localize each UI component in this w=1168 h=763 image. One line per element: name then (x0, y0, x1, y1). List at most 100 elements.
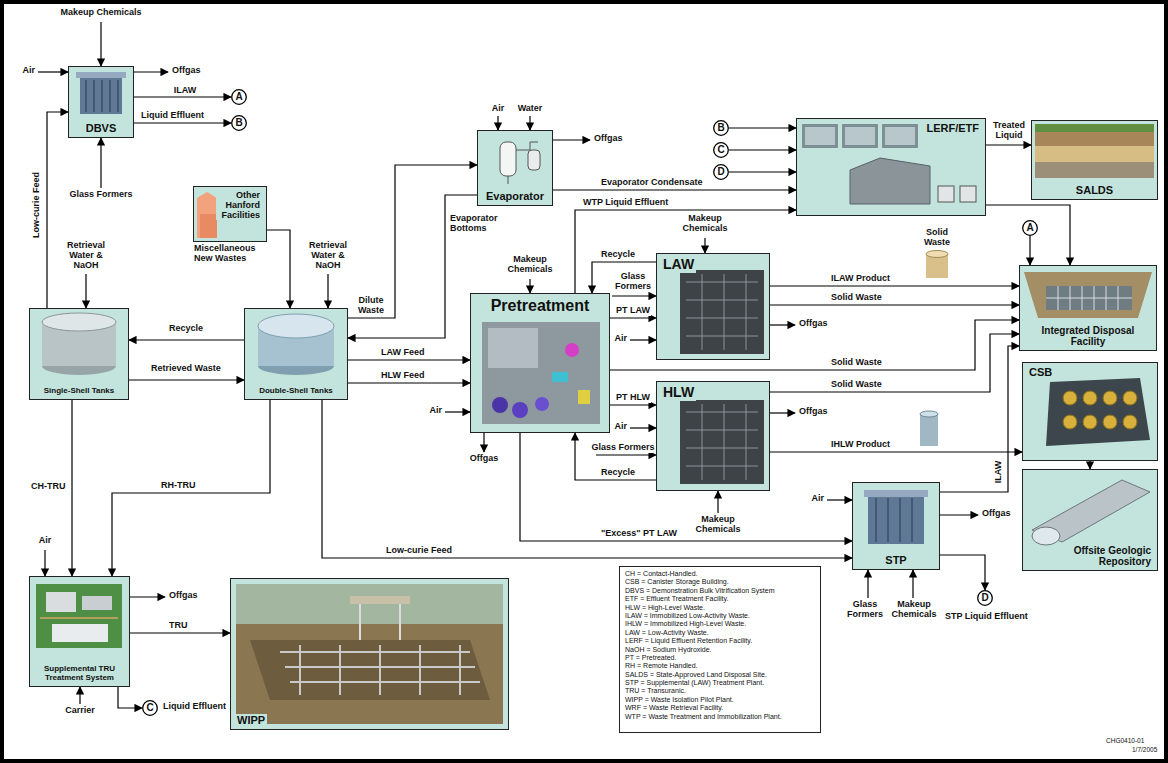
abbreviation-entry: PT = Pretreated. (625, 654, 676, 662)
box-fill (1022, 362, 1158, 461)
process-vessel (512, 402, 528, 418)
output-arrow (770, 412, 795, 413)
output-arrow (130, 596, 165, 597)
flow-arrow (986, 144, 1031, 145)
box-fill (1019, 265, 1157, 351)
canister (1103, 415, 1117, 429)
canister (1063, 415, 1077, 429)
flow-arrow (520, 433, 852, 541)
edge-label: Solid Waste (830, 293, 883, 303)
output-arrow (134, 71, 168, 72)
abbreviation-entry: HLW = High-Level Waste. (625, 604, 705, 612)
flow-arrow (348, 165, 477, 318)
soil-layer (1035, 124, 1154, 132)
flow-arrow (47, 112, 68, 308)
wipp-salt-bed (250, 640, 490, 700)
abbreviation-entry: SALDS = State-Approved Land Disposal Sit… (625, 671, 767, 679)
abbreviation-entry: CH = Contact-Handled. (625, 570, 698, 578)
flow-arrow (770, 451, 1022, 452)
flow-arrow (322, 400, 852, 558)
input-arrow (630, 339, 656, 340)
wipp-ground (236, 584, 503, 724)
circle-outline (143, 701, 158, 716)
basin-liquid (845, 127, 875, 145)
node-label: STP (883, 554, 908, 566)
drawing-code: 1/7/2005 (1131, 746, 1158, 753)
wipp-drifts (280, 645, 480, 695)
box-fill (29, 308, 129, 400)
process-vessel (565, 343, 579, 357)
hlw-building (680, 400, 764, 484)
flow-label: Offgas (593, 134, 624, 144)
node-label: Pretreatment (489, 297, 592, 315)
flow-label: Air (20, 66, 36, 76)
flow-arrow (553, 189, 796, 190)
node-label: LERF/ETF (924, 122, 981, 134)
abbreviation-table: CH = Contact-Handled.CSB = Canister Stor… (619, 566, 821, 733)
ihlw-canister (920, 414, 938, 446)
process-box: SALDS (1031, 120, 1158, 200)
input-arrow (44, 550, 45, 576)
edge-label: "Excess" PT LAW (600, 529, 678, 539)
ilaw-container-top (926, 251, 948, 258)
process-box: Evaporator (477, 130, 553, 206)
soil-layer (1035, 146, 1154, 162)
node-label: C (146, 703, 153, 713)
retention-basin (882, 124, 918, 148)
canister (1083, 391, 1097, 405)
flow-arrow (1029, 236, 1030, 265)
input-arrow (445, 411, 470, 412)
flow-label: Air (612, 334, 628, 344)
canister (1123, 415, 1137, 429)
process-vessel (492, 397, 508, 413)
edge-label: Liquid Effluent (162, 702, 227, 712)
container-grid (1046, 286, 1132, 310)
flow-label: Air (35, 536, 55, 546)
node-label: Other Hanford Facilities (216, 190, 262, 220)
input-arrow (79, 687, 80, 704)
flow-arrow (71, 400, 72, 576)
flow-label: Retrieval Water & NaOH (58, 241, 114, 271)
abbreviation-entry: NaOH = Sodium Hydroxide. (625, 646, 712, 654)
input-arrow (596, 454, 656, 455)
circle-outline (714, 143, 729, 158)
flow-label: Offgas (464, 454, 504, 464)
facility-building (197, 192, 217, 238)
edge-label: IHLW Product (830, 440, 891, 450)
input-arrow (867, 570, 868, 598)
flow-label: Carrier (60, 706, 100, 716)
box-fill (656, 381, 770, 491)
node-label: A (1026, 223, 1033, 233)
box-fill (477, 130, 553, 206)
process-cell (552, 372, 568, 382)
flow-arrow (610, 317, 656, 318)
flow-arrow (770, 334, 1019, 392)
node-label: Evaporator (484, 190, 546, 202)
connector-circle: C (142, 700, 158, 716)
circle-outline (232, 116, 247, 131)
input-arrow (100, 22, 101, 66)
basin-liquid (885, 127, 915, 145)
basin-liquid (805, 127, 835, 145)
process-cell (578, 390, 590, 404)
flow-arrow (575, 433, 656, 480)
site-building (52, 624, 108, 642)
dbvs-ribs (86, 80, 118, 112)
flow-arrow (129, 379, 244, 380)
flow-label: Air (809, 494, 825, 504)
flow-arrow (112, 400, 270, 576)
connector-circle: B (231, 115, 247, 131)
input-arrow (704, 238, 705, 253)
input-arrow (717, 491, 718, 513)
flow-arrow (134, 122, 231, 123)
input-arrow (38, 71, 68, 72)
output-arrow (940, 514, 978, 515)
disposal-trench (1024, 272, 1152, 318)
node-label: D (717, 167, 724, 177)
facility-building (200, 214, 217, 238)
edge-label: Low-curie Feed (385, 546, 453, 556)
flow-arrow (940, 346, 1019, 492)
edge-label: Solid Waste (830, 358, 883, 368)
plant-wing (488, 328, 538, 368)
